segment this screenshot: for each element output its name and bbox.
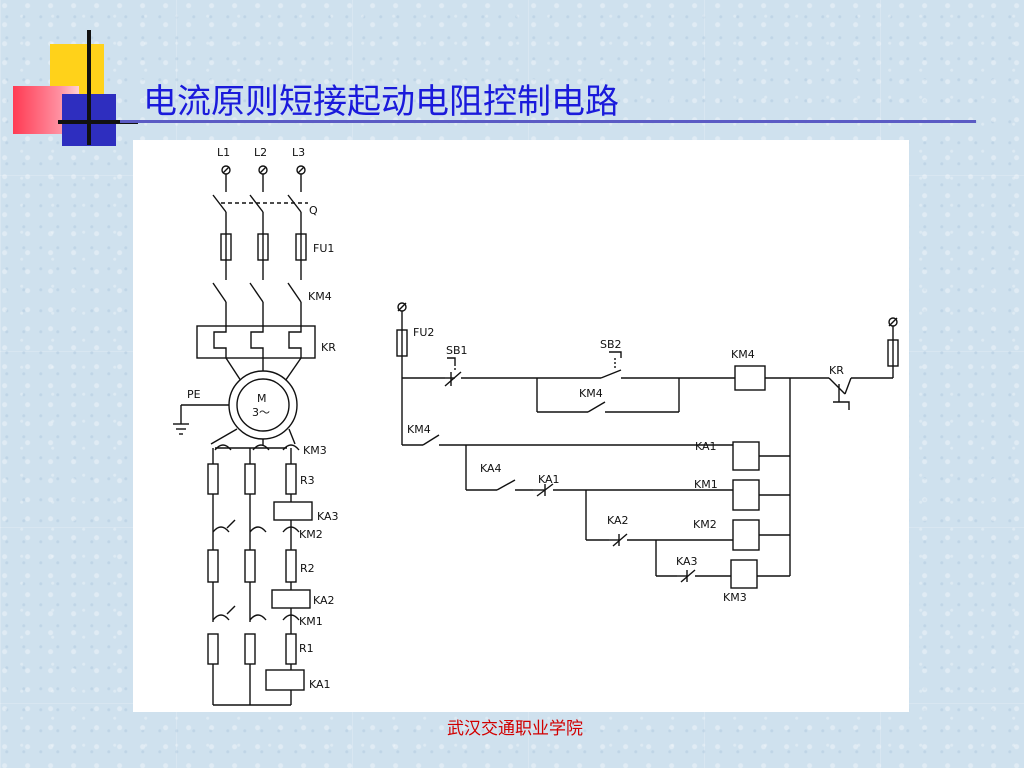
coil-ka (732, 441, 760, 471)
label-q: Q (309, 204, 318, 217)
label-ka3-coil: KA3 (317, 510, 339, 523)
kr-contact (828, 377, 852, 410)
resistor-group-r3 (207, 448, 297, 535)
resistor-group-r1 (207, 633, 297, 705)
label-fu2: FU2 (413, 326, 434, 339)
coil-km2 (732, 519, 760, 551)
motor (228, 370, 298, 440)
ka3-contact (677, 569, 696, 583)
label-km4-branch: KM4 (407, 423, 431, 436)
circuit-diagram-svg: L1 L2 L3 Q FU1 (173, 146, 899, 706)
label-km3-main: KM3 (303, 444, 327, 457)
label-km4-hold: KM4 (579, 387, 603, 400)
label-km4-coil: KM4 (731, 348, 755, 361)
label-km-coil-1: KM1 (694, 478, 718, 491)
ka2-contact (609, 533, 628, 547)
coil-km3 (730, 559, 758, 589)
switch-q (212, 194, 308, 213)
label-sb2: SB2 (600, 338, 622, 351)
motor-phase-label: 3～ (252, 406, 270, 419)
label-ka2-coil: KA2 (313, 594, 335, 607)
label-fu1: FU1 (313, 242, 334, 255)
label-km3-coil: KM3 (723, 591, 747, 604)
coil-km4 (734, 365, 766, 391)
ka4-contact (496, 479, 516, 491)
km4-holding-contact (536, 378, 680, 413)
contactor-km2-rotor (212, 519, 300, 540)
control-circuit: FU2 SB1 SB2 (396, 302, 899, 604)
main-circuit: L1 L2 L3 Q FU1 (173, 146, 339, 706)
fuses-fu1 (220, 233, 307, 261)
label-km2-main: KM2 (299, 528, 323, 541)
ka1-contact (533, 483, 554, 497)
ground-pe (173, 404, 229, 435)
label-ka-coil: KA1 (695, 440, 717, 453)
contactor-km3-rotor (214, 444, 300, 451)
label-l1: L1 (217, 146, 230, 159)
current-relay-ka2 (271, 589, 311, 634)
label-l3: L3 (292, 146, 305, 159)
contactor-km1-rotor (212, 605, 300, 621)
contactor-km4-main (212, 282, 302, 303)
label-kr-contact: KR (829, 364, 844, 377)
decor-vertical-line (87, 30, 91, 145)
label-ka4-contact: KA4 (480, 462, 502, 475)
label-r1: R1 (299, 642, 314, 655)
resistor-group-r2 (207, 535, 297, 622)
title-underline (120, 120, 976, 123)
current-relay-ka1 (213, 669, 305, 706)
coil-km1 (732, 479, 760, 511)
label-kr-main: KR (321, 341, 336, 354)
label-km1-main: KM1 (299, 615, 323, 628)
label-sb1: SB1 (446, 344, 468, 357)
slide-title: 电流原则短接起动电阻控制电路 (143, 82, 619, 122)
label-l2: L2 (254, 146, 267, 159)
label-ka3-contact: KA3 (676, 555, 698, 568)
label-r2: R2 (300, 562, 315, 575)
start-button-sb2 (600, 351, 622, 379)
label-km4-main: KM4 (308, 290, 332, 303)
label-ka1-coil: KA1 (309, 678, 331, 691)
label-km2-coil: KM2 (693, 518, 717, 531)
current-relay-ka3 (273, 501, 313, 550)
label-pe: PE (187, 388, 201, 401)
footer-institution: 武汉交通职业学院 (447, 719, 583, 739)
label-r3: R3 (300, 474, 315, 487)
supply-terminals (221, 165, 306, 175)
motor-label: M (257, 392, 267, 405)
stop-button-sb1 (444, 357, 462, 387)
thermal-relay-kr (196, 325, 316, 359)
label-ka2-contact: KA2 (607, 514, 629, 527)
label-ka1-contact: KA1 (538, 473, 560, 486)
circuit-diagram: L1 L2 L3 Q FU1 (133, 140, 909, 712)
decor-horizontal-line (58, 120, 138, 124)
